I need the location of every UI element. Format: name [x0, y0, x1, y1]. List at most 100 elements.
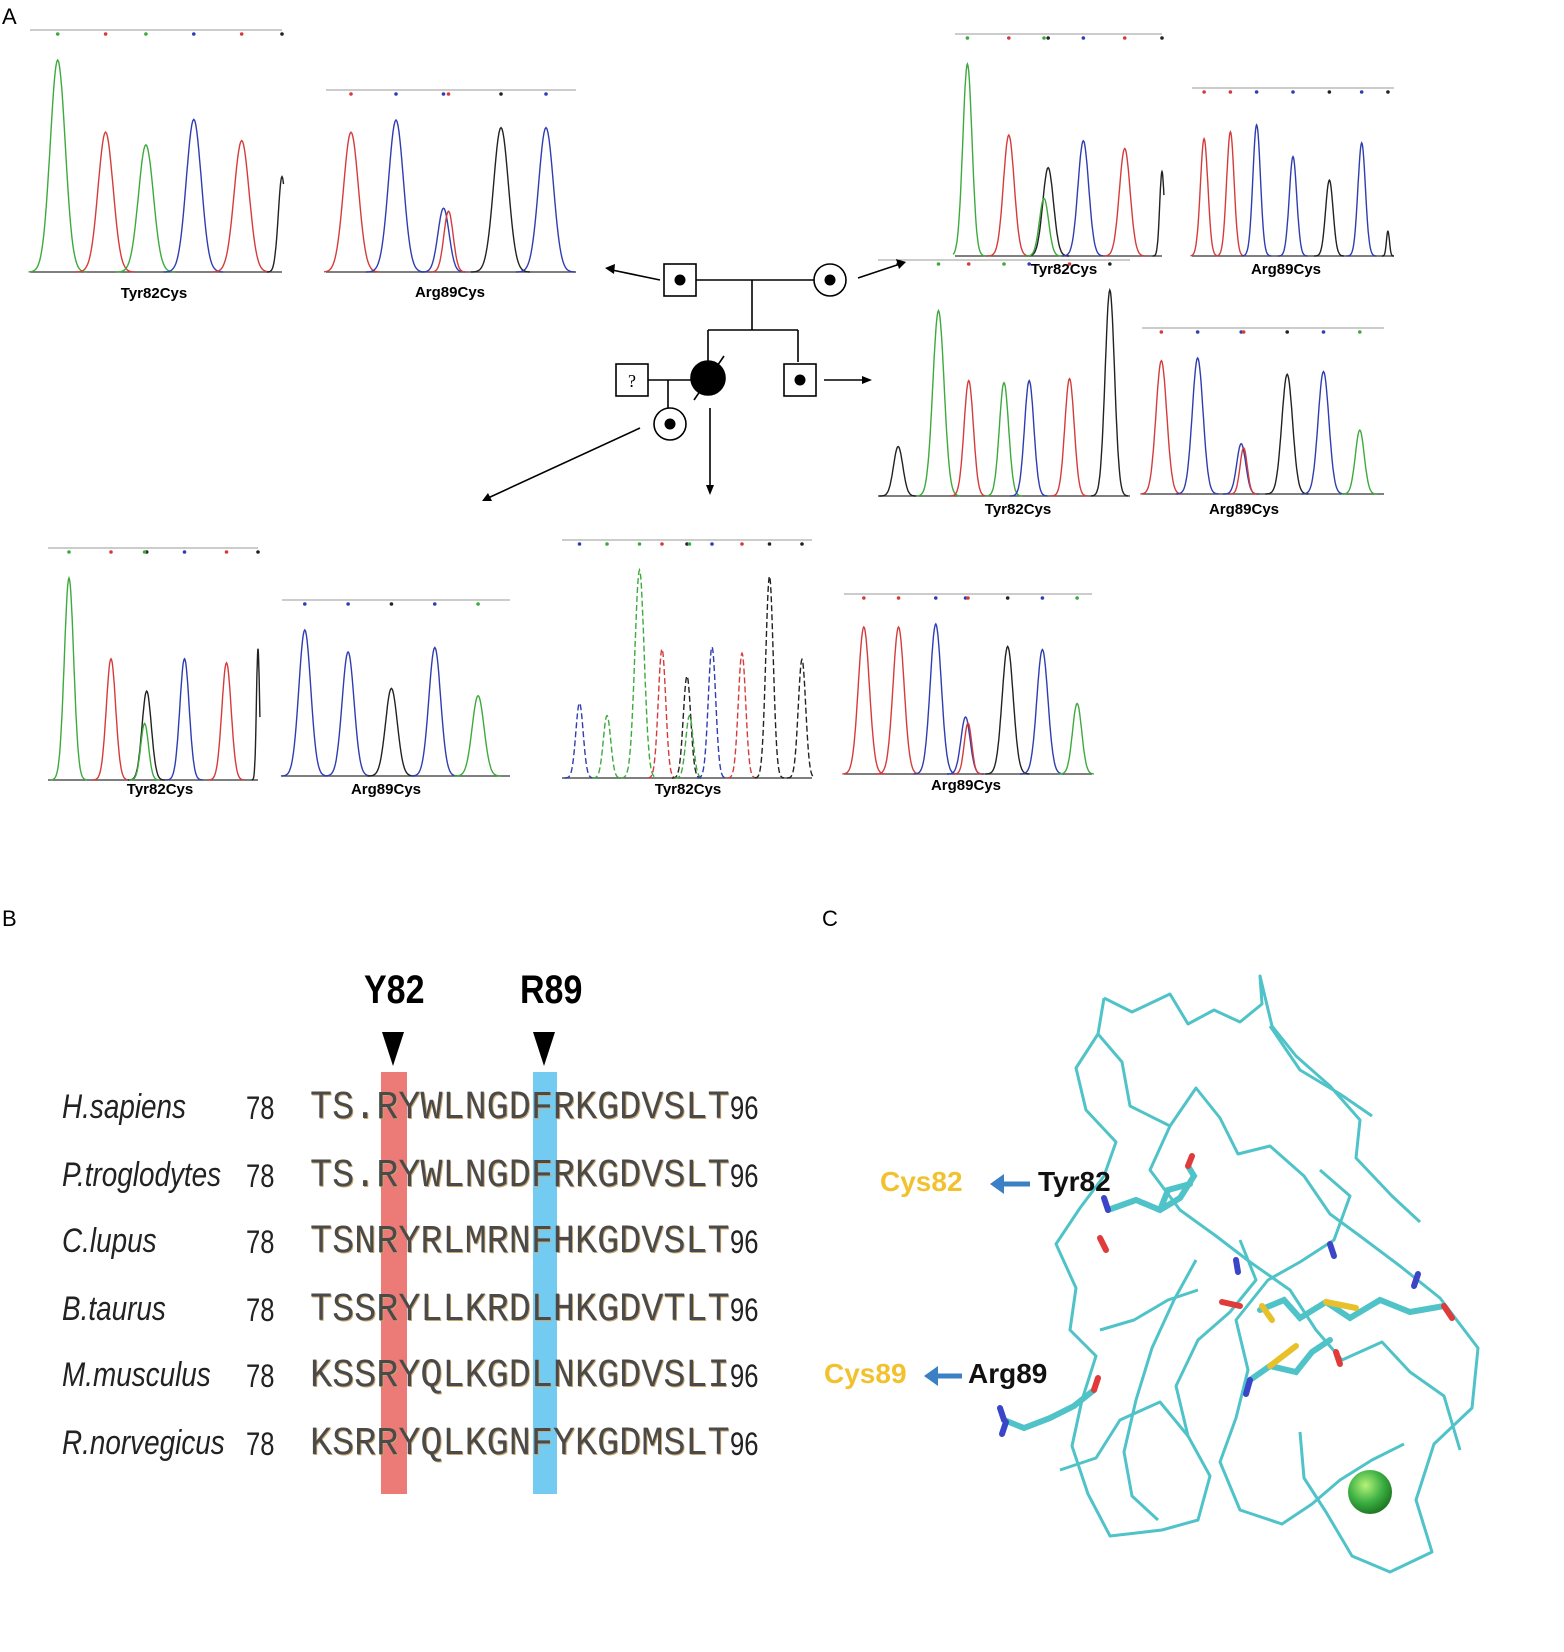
protein-backbone: [1054, 974, 1480, 1574]
chromatogram-peak: [421, 207, 466, 273]
chromatogram-peak: [1241, 123, 1272, 257]
base-call-marker: [303, 602, 307, 606]
base-call-marker: [1122, 36, 1127, 40]
base-call-marker: [1027, 262, 1031, 266]
label-tyr82cys-2: Tyr82Cys: [1031, 261, 1097, 278]
base-call-marker: [192, 32, 196, 36]
base-call-marker: [1291, 90, 1295, 94]
chromatogram-peak: [674, 714, 705, 779]
base-call-marker: [1195, 330, 1200, 334]
chromatogram-peak: [128, 722, 160, 781]
end-position: 96: [730, 1224, 759, 1260]
chromatogram-peak: [984, 381, 1023, 497]
species-name: M.musculus: [62, 1356, 211, 1394]
pedigree-proband: [690, 360, 726, 396]
base-call-marker: [800, 542, 804, 546]
chromatogram-peak: [165, 657, 203, 781]
base-call-marker: [1042, 36, 1046, 40]
label-arg89cys-1: Arg89Cys: [415, 284, 485, 301]
chromatogram-peak: [454, 694, 502, 777]
base-call-marker: [446, 92, 451, 96]
chromatogram-peak: [266, 175, 285, 273]
base-call-marker: [1202, 90, 1206, 94]
base-call-marker: [1254, 90, 1259, 94]
chromatogram-peak: [515, 126, 575, 273]
base-call-marker: [67, 550, 71, 554]
sequence-row: TS.RYWLNGDFRKGDVSLT: [310, 1086, 730, 1131]
base-call-marker: [767, 542, 772, 546]
chromatogram-peak: [211, 139, 271, 273]
base-call-marker: [103, 32, 108, 36]
chromatogram-peak: [915, 308, 961, 497]
panel-a-figure: ? Tyr82Cys Arg89Cys Tyr82Cys Arg89Cys Ty…: [28, 29, 1394, 798]
base-call-marker: [685, 542, 689, 546]
base-call-marker: [55, 32, 60, 36]
sequence-row: TSNRYRLMRNFHKGDVSLT: [310, 1220, 730, 1265]
chromatogram-peak: [1301, 370, 1345, 495]
chromatogram-peak: [1102, 147, 1146, 257]
chromatogram-peak: [1026, 166, 1070, 257]
label-tyr82cys-4: Tyr82Cys: [127, 781, 193, 798]
label-arg89cys-4: Arg89Cys: [351, 781, 421, 798]
end-position: 96: [730, 1158, 759, 1194]
species-name: P.troglodytes: [62, 1156, 222, 1194]
base-call-marker: [710, 542, 714, 546]
chromatogram-peak: [1215, 130, 1245, 257]
chromatogram-peak: [1020, 648, 1064, 775]
chromatogram-peak: [842, 625, 886, 775]
sequence-row: TS.RYWLNGDFRKGDVSLT: [310, 1154, 730, 1199]
base-call-marker: [1386, 90, 1390, 94]
base-call-marker: [182, 550, 187, 554]
chromatogram-peak: [1061, 139, 1105, 257]
chromatogram-peak: [620, 567, 658, 779]
base-call-marker: [966, 262, 971, 266]
chromatogram-peak: [1346, 141, 1377, 257]
label-arg89: Arg89: [968, 1358, 1048, 1389]
sequence-row: TSSRYLLKRDLHKGDVTLT: [310, 1288, 730, 1333]
base-call-marker: [476, 602, 480, 606]
label-cys89: Cys89: [824, 1358, 907, 1389]
base-call-marker: [432, 602, 437, 606]
base-call-marker: [1067, 262, 1072, 266]
base-call-marker: [349, 92, 353, 96]
alignment-highlights: [381, 1032, 557, 1494]
label-tyr82cys-1: Tyr82Cys: [121, 285, 187, 302]
chromatogram-peak: [1140, 359, 1183, 495]
base-call-marker: [394, 92, 398, 96]
chromatogram-peak: [1229, 446, 1258, 495]
base-call-marker: [1359, 90, 1364, 94]
base-call-marker: [687, 542, 692, 546]
base-call-marker: [224, 550, 229, 554]
panel-label-c: C: [822, 906, 838, 931]
base-call-marker: [1327, 90, 1332, 94]
base-call-marker: [1040, 596, 1045, 600]
chromatogram-peak: [564, 701, 595, 779]
end-position: 96: [730, 1358, 759, 1394]
chromatogram-peak: [985, 645, 1030, 775]
base-call-marker: [142, 550, 147, 554]
base-call-marker: [346, 602, 350, 606]
start-position: 78: [246, 1224, 275, 1260]
base-call-marker: [389, 602, 394, 606]
chromatogram-peak: [1265, 372, 1309, 495]
chromatogram-peak: [324, 650, 372, 777]
chromatogram-peak: [1152, 169, 1165, 257]
chromatogram-peak: [786, 657, 815, 779]
chromatogram-peak: [1010, 379, 1048, 497]
chromatogram-peak: [879, 445, 917, 497]
chromatogram-peak: [1341, 429, 1378, 495]
base-call-marker: [544, 92, 548, 96]
chromatogram-peak: [1175, 356, 1219, 495]
base-call-marker: [933, 596, 938, 600]
base-call-marker: [1046, 36, 1050, 40]
base-call-marker: [280, 32, 284, 36]
highlight-r89-column: [533, 1072, 557, 1494]
base-call-marker: [1358, 330, 1362, 334]
base-call-marker: [637, 542, 642, 546]
chromatogram-peak: [913, 622, 958, 775]
base-call-marker: [660, 542, 664, 546]
start-position: 78: [246, 1358, 275, 1394]
marker-y82-arrow: [382, 1032, 404, 1066]
chromatogram-peak: [592, 714, 622, 779]
base-call-marker: [936, 262, 941, 266]
